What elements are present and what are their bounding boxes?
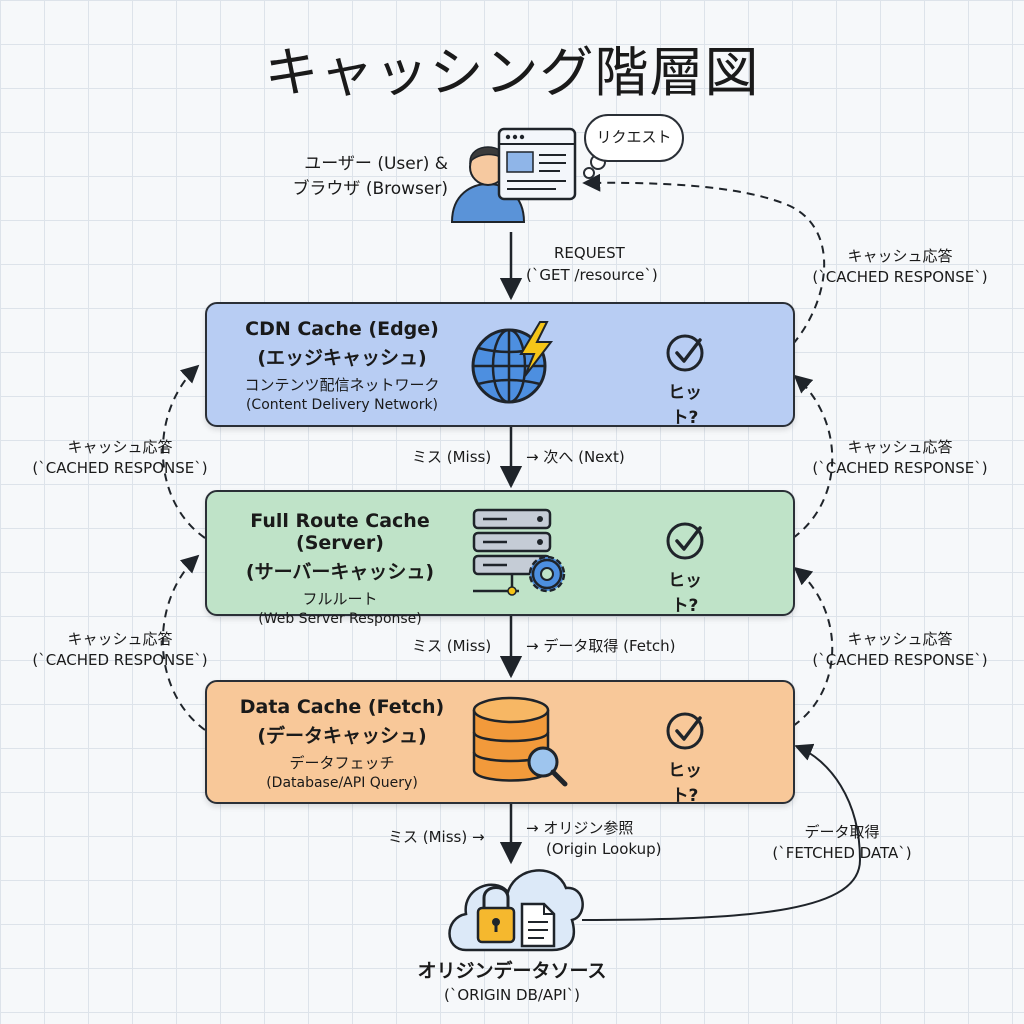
- data-cache-box: Data Cache (Fetch) (データキャッシュ) データフェッチ (D…: [205, 680, 795, 806]
- data-subtitle: (データキャッシュ): [257, 725, 427, 747]
- request-label: REQUEST (`GET /resource`): [526, 244, 658, 284]
- check-circle-icon: [666, 522, 704, 560]
- route-subtitle: (サーバーキャッシュ): [245, 561, 435, 583]
- page-title: キャッシング階層図: [264, 41, 760, 104]
- data-desc-en: (Database/API Query): [266, 775, 418, 791]
- origin-label: オリジンデータソース (`ORIGIN DB/API`): [417, 960, 607, 1004]
- browser-window-icon: [497, 127, 577, 201]
- cdn-cache-box: CDN Cache (Edge) (エッジキャッシュ) コンテンツ配信ネットワー…: [205, 302, 795, 428]
- route-hit-label: ヒット?: [668, 571, 702, 616]
- user-label: ユーザー (User) & ブラウザ (Browser): [292, 154, 448, 199]
- cached-response-label-left-2: キャッシュ応答 (`CACHED RESPONSE`): [32, 630, 208, 669]
- check-circle-icon: [666, 334, 704, 372]
- cdn-desc-jp: コンテンツ配信ネットワーク: [244, 376, 440, 394]
- miss-label-3: ミス (Miss) →: [388, 828, 485, 846]
- database-search-icon: [472, 696, 568, 787]
- request-thought-bubble: リクエスト: [584, 114, 684, 162]
- cdn-subtitle: (エッジキャッシュ): [257, 347, 427, 369]
- route-desc-en: (Web Server Response): [258, 611, 422, 627]
- next-label-1: → 次へ (Next): [526, 448, 625, 466]
- thought-dot-small: [583, 167, 595, 179]
- full-route-cache-box: Full Route Cache (Server) (サーバーキャッシュ) フル…: [205, 490, 795, 627]
- cached-response-label-right-2: キャッシュ応答 (`CACHED RESPONSE`): [812, 438, 988, 477]
- cached-response-arrow-cdn-to-user: [582, 173, 826, 345]
- cdn-hit-label: ヒット?: [668, 383, 702, 428]
- cached-response-label-left-1: キャッシュ応答 (`CACHED RESPONSE`): [32, 438, 208, 477]
- data-hit-label: ヒット?: [668, 761, 702, 806]
- cdn-desc-en: (Content Delivery Network): [245, 397, 439, 413]
- route-title: Full Route Cache (Server): [250, 510, 430, 554]
- cached-response-arrow-route-to-cdn: [792, 374, 834, 539]
- check-circle-icon: [666, 712, 704, 750]
- origin-lookup-label: → オリジン参照 (Origin Lookup): [526, 819, 662, 858]
- cached-response-label-right-3: キャッシュ応答 (`CACHED RESPONSE`): [812, 630, 988, 669]
- data-desc-jp: データフェッチ: [289, 754, 395, 772]
- miss-label-2: ミス (Miss): [412, 637, 492, 655]
- cached-response-label-right-1: キャッシュ応答 (`CACHED RESPONSE`): [812, 247, 988, 286]
- fetch-label-2: → データ取得 (Fetch): [526, 637, 676, 655]
- cdn-title: CDN Cache (Edge): [245, 318, 439, 340]
- fetched-data-arrow: [581, 743, 862, 921]
- cached-response-arrow-left-data-to-route: [161, 554, 206, 731]
- route-desc-jp: フルルート: [302, 590, 378, 608]
- cached-response-arrow-data-to-route: [792, 566, 834, 727]
- fetched-data-label: データ取得 (`FETCHED DATA`): [772, 823, 912, 862]
- server-gear-icon: [472, 508, 566, 596]
- globe-lightning-icon: [471, 321, 554, 404]
- miss-label-1: ミス (Miss): [412, 448, 492, 466]
- cached-response-arrow-left-route-to-cdn: [161, 364, 206, 539]
- data-title: Data Cache (Fetch): [239, 696, 445, 718]
